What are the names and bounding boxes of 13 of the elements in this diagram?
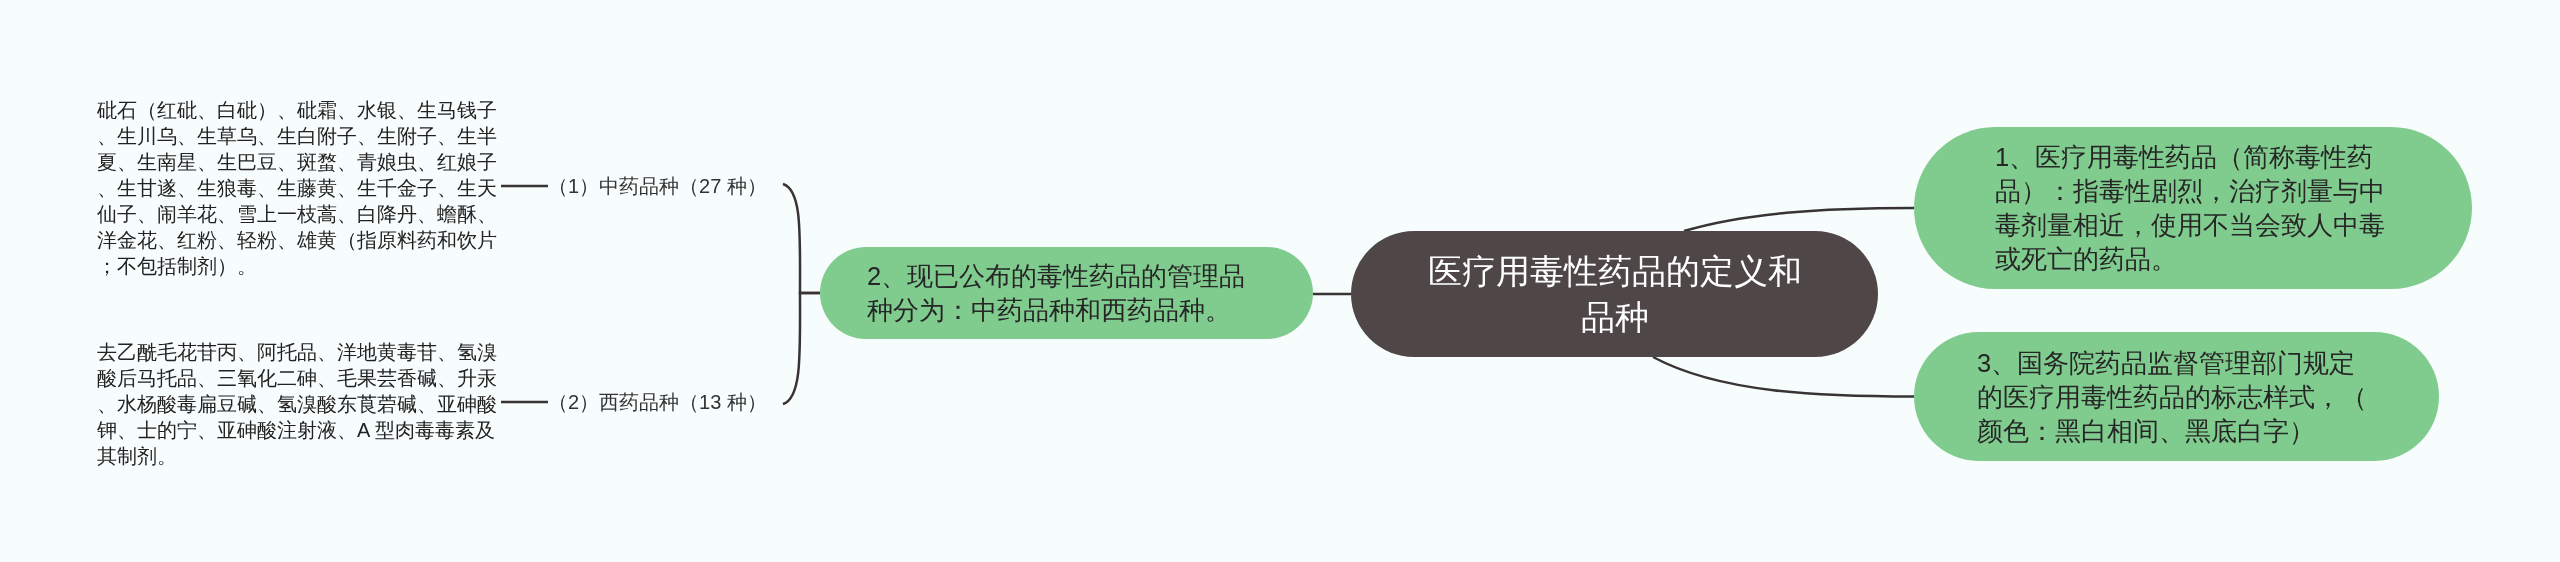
subtopic-pill: 3、国务院药品监督管理部门规定的医疗用毒性药品的标志样式，（颜色：黑白相间、黑底白字） (1914, 332, 2439, 461)
branch-label: （2）西药品种（13 种） (548, 388, 783, 416)
branch-label: （1）中药品种（27 种） (548, 172, 783, 200)
subtopic-pill: 2、现已公布的毒性药品的管理品种分为：中药品种和西药品种。 (820, 247, 1313, 339)
connector-line (501, 400, 548, 404)
connector-line (1652, 355, 1914, 398)
list-text: 去乙酰毛花苷丙、阿托品、洋地黄毒苷、氢溴酸后马托品、三氧化二砷、毛果芸香碱、升汞、水杨酸毒扁豆碱、氢溴酸东莨菪碱、亚砷酸钾、士的宁、亚砷酸注射液、A 型肉毒毒素及其制剂。 (97, 339, 501, 469)
connector-line (1683, 206, 1914, 233)
list-text: 砒石（红砒、白砒）、砒霜、水银、生马钱子、生川乌、生草乌、生白附子、生附子、生半夏、生南星、生巴豆、斑蝥、青娘虫、红娘子、生甘遂、生狼毒、生藤黄、生千金子、生天仙子、闹羊花、雪上一枝蒿、白降丹、蟾酥、洋金花、红粉、轻粉、雄黄（指原料药和饮片；不包括制剂）。 (97, 97, 501, 279)
topic-pill: 医疗用毒性药品的定义和品种 (1351, 231, 1878, 357)
connector-line (501, 184, 548, 188)
connector-line (1313, 292, 1351, 296)
subtopic-pill: 1、医疗用毒性药品（简称毒性药品）：指毒性剧烈，治疗剂量与中毒剂量相近，使用不当会致人中毒或死亡的药品。 (1914, 127, 2472, 289)
